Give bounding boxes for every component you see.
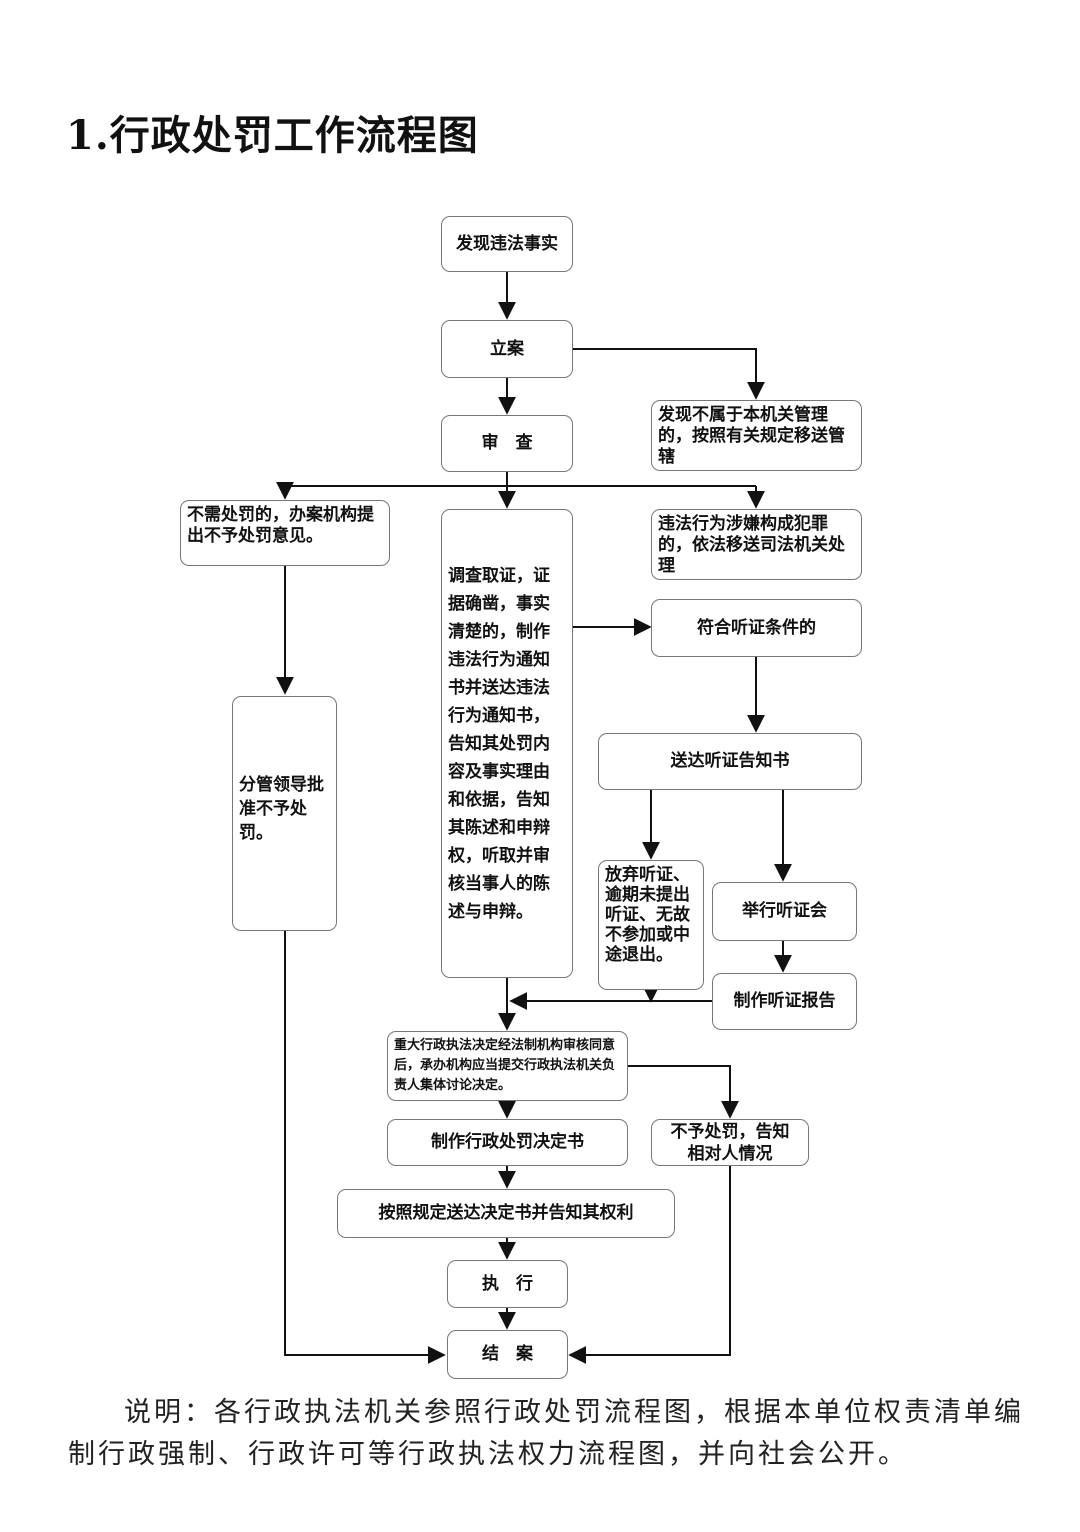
arrow-leader-close [284, 931, 446, 1364]
arrow-notify-close [568, 1166, 731, 1364]
node-execute: 执 行 [447, 1260, 568, 1308]
page-title: 1.行政处罚工作流程图 [66, 112, 479, 159]
node-make-decision: 制作行政处罚决定书 [387, 1119, 628, 1166]
node-close-case: 结 案 [447, 1330, 568, 1379]
node-leader-approve: 分管领导批准不予处罚。 [232, 696, 337, 931]
node-investigate: 调查取证，证据确凿，事实清楚的，制作违法行为通知书并送达违法行为通知书，告知其处… [441, 509, 573, 978]
node-waive-hearing: 放弃听证、逾期未提出听证、无故不参加或中途退出。 [598, 860, 704, 990]
node-discover: 发现违法事实 [441, 216, 573, 272]
node-hold-hearing: 举行听证会 [712, 882, 857, 941]
explanation-note: 说明：各行政执法机关参照行政处罚流程图，根据本单位权责清单编制行政强制、行政许可… [68, 1397, 1024, 1470]
node-major-decision: 重大行政执法决定经法制机构审核同意后，承办机构应当提交行政执法机关负责人集体讨论… [387, 1031, 628, 1101]
node-no-penalty-notify: 不予处罚，告知相对人情况 [651, 1119, 809, 1166]
node-file-case: 立案 [441, 320, 573, 378]
node-deliver-decision: 按照规定送达决定书并告知其权利 [337, 1189, 675, 1238]
node-no-penalty-needed: 不需处罚的，办案机构提出不予处罚意见。 [180, 500, 390, 566]
node-crime-transfer: 违法行为涉嫌构成犯罪的，依法移送司法机关处理 [651, 509, 862, 580]
node-hearing-notice: 送达听证告知书 [598, 733, 862, 790]
arrow-file-jurisdiction [573, 348, 765, 400]
arrow-major-notify [628, 1065, 739, 1119]
node-hearing-eligible: 符合听证条件的 [651, 599, 862, 657]
node-not-jurisdiction: 发现不属于本机关管理的，按照有关规定移送管辖 [651, 400, 862, 471]
node-hearing-report: 制作听证报告 [712, 973, 857, 1030]
node-review: 审 查 [441, 415, 573, 472]
